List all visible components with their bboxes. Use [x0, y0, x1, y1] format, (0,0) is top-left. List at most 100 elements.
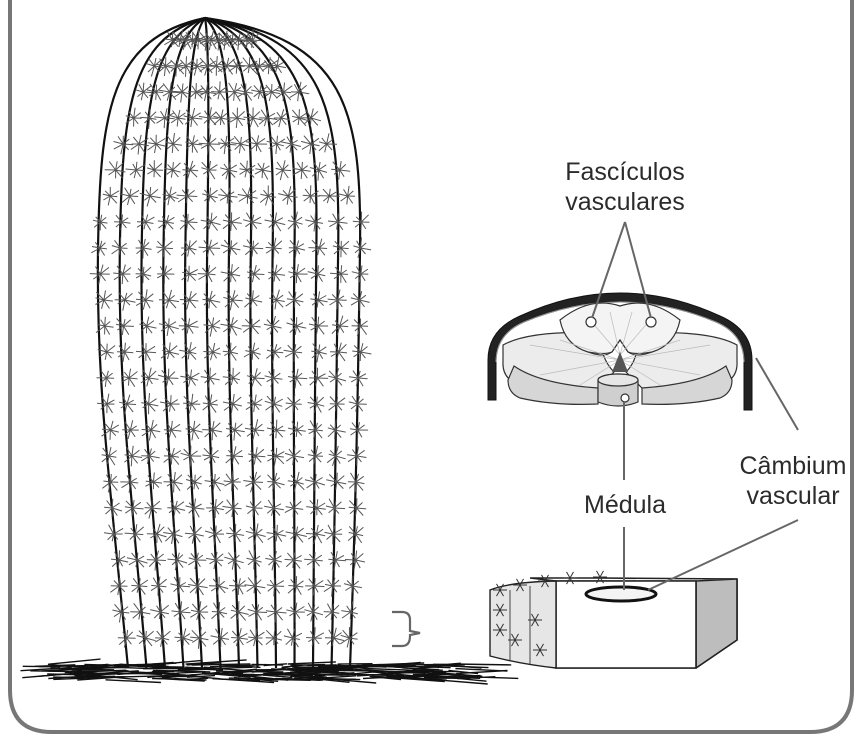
spine-cluster — [180, 370, 199, 387]
spine-cluster — [119, 395, 136, 414]
spine-cluster — [284, 629, 302, 647]
spine-cluster — [286, 527, 307, 543]
spine-cluster — [332, 316, 348, 335]
spine-cluster — [267, 525, 287, 542]
spine-cluster — [288, 576, 304, 595]
spine-cluster — [117, 343, 133, 362]
spine-cluster — [223, 394, 242, 413]
vascular-bundles-3d — [488, 293, 752, 410]
spine-cluster — [136, 343, 156, 361]
spine-cluster — [328, 551, 346, 570]
spine-cluster — [238, 187, 258, 204]
spine-cluster — [182, 161, 198, 178]
label-vascular-bundles-line1: Fascículos — [555, 157, 695, 187]
spine-cluster — [305, 578, 324, 595]
spine-cluster — [125, 500, 144, 516]
spine-cluster — [218, 136, 236, 154]
spine-cluster — [212, 602, 228, 619]
spine-cluster — [223, 368, 240, 385]
ground-grass — [21, 659, 519, 684]
spine-cluster — [221, 240, 240, 256]
spine-cluster — [218, 188, 237, 204]
spine-cluster — [290, 82, 310, 101]
spine-cluster — [331, 161, 350, 180]
spine-cluster — [97, 394, 115, 414]
spine-cluster — [137, 215, 154, 231]
spine-cluster — [182, 266, 198, 282]
spine-cluster — [154, 108, 174, 128]
spine-cluster — [181, 240, 197, 256]
spine-cluster — [243, 240, 263, 257]
spine-cluster — [186, 475, 202, 490]
label-vascular-cambium-line2: vascular — [728, 481, 858, 511]
spine-cluster — [142, 420, 161, 441]
bundle-dot-left — [586, 317, 596, 327]
spine-cluster — [306, 627, 324, 646]
spine-cluster — [147, 524, 167, 543]
bundle-dot-right — [646, 317, 656, 327]
spine-cluster — [205, 474, 225, 491]
label-vascular-cambium-line1: Câmbium — [728, 451, 858, 481]
spine-cluster — [136, 289, 153, 309]
spine-cluster — [136, 83, 153, 101]
spine-cluster — [164, 472, 183, 493]
spine-cluster — [330, 343, 347, 361]
leader-cambium-top — [756, 358, 798, 430]
spine-cluster — [157, 266, 174, 284]
spine-cluster — [166, 133, 182, 153]
spine-cluster — [203, 394, 218, 414]
spine-cluster — [324, 604, 340, 620]
spine-cluster — [309, 239, 328, 256]
spine-cluster — [102, 447, 117, 465]
spine-cluster — [240, 161, 256, 178]
spine-cluster — [110, 578, 127, 595]
spine-cluster — [226, 524, 244, 542]
spine-cluster — [170, 577, 190, 594]
spine-cluster — [345, 551, 365, 569]
spine-cluster — [245, 419, 264, 440]
spine-cluster — [311, 344, 326, 363]
spine-cluster — [179, 318, 199, 334]
spine-cluster — [275, 83, 293, 102]
spine-cluster — [265, 551, 282, 570]
spine-cluster — [206, 499, 224, 518]
pith-dot — [621, 394, 629, 402]
spine-cluster — [180, 214, 198, 231]
label-pith: Médula — [570, 490, 680, 520]
spine-cluster — [288, 472, 305, 492]
spine-cluster — [122, 369, 138, 387]
spine-cluster — [353, 238, 371, 258]
spine-cluster — [306, 499, 326, 515]
spine-cluster — [221, 264, 240, 282]
label-vascular-bundles-line2: vasculares — [555, 187, 695, 217]
section-bracket — [392, 612, 420, 646]
spine-cluster — [147, 160, 163, 177]
spine-cluster — [116, 319, 134, 336]
spine-cluster — [93, 215, 108, 231]
spine-cluster — [305, 213, 323, 232]
spine-cluster — [156, 238, 173, 257]
spine-cluster — [223, 212, 242, 231]
spine-cluster — [104, 525, 123, 542]
stem-cross-section-slab — [490, 571, 737, 668]
spine-cluster — [265, 213, 286, 232]
spine-cluster — [181, 446, 202, 467]
spine-cluster — [115, 293, 136, 311]
spine-cluster — [288, 421, 306, 437]
pith-ring — [586, 587, 656, 601]
spine-cluster — [159, 318, 179, 336]
spine-cluster — [111, 550, 128, 569]
spine-cluster — [267, 473, 284, 491]
spine-cluster — [247, 629, 265, 647]
spine-cluster — [267, 420, 285, 439]
spine-cluster — [164, 448, 181, 465]
spine-cluster — [267, 448, 284, 466]
spine-cluster — [158, 215, 175, 231]
spine-cluster — [226, 423, 245, 441]
spine-cluster — [180, 291, 199, 309]
spine-cluster — [97, 371, 115, 387]
spine-cluster — [285, 553, 302, 569]
spine-cluster — [289, 240, 305, 257]
spine-cluster — [244, 290, 262, 307]
spine-cluster — [186, 499, 205, 518]
